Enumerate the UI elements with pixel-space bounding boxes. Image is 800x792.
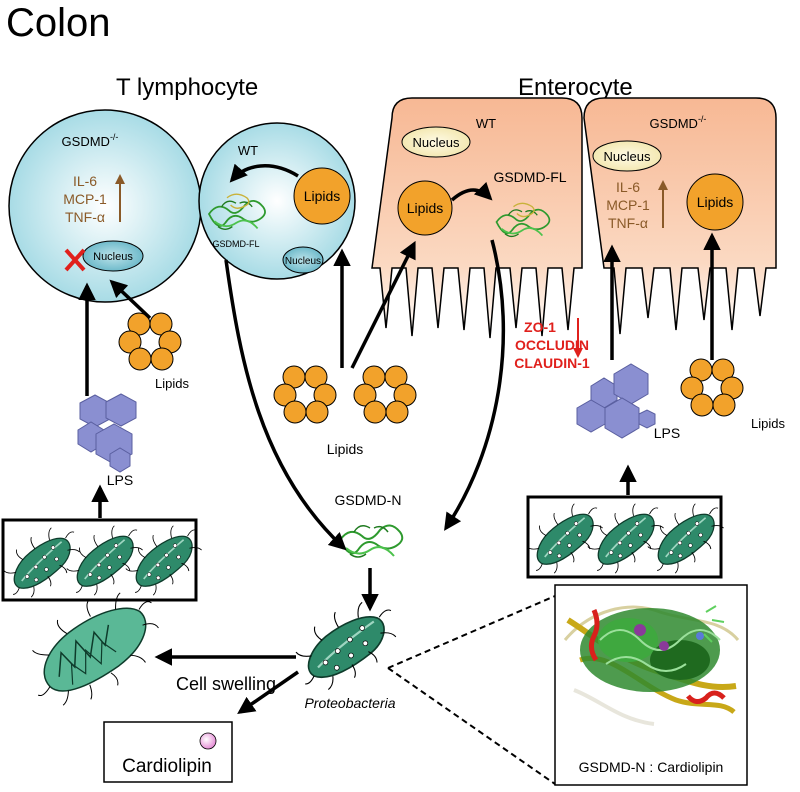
enterocyte-cytokine-tnfa: TNF-α bbox=[608, 215, 648, 231]
enterocyte-ko-label: GSDMD bbox=[650, 116, 698, 131]
dashed-zoom-line bbox=[387, 595, 556, 785]
arrow-center-lipids-to-enterocyte-wt bbox=[350, 240, 416, 369]
blocked-cross-icon bbox=[64, 248, 86, 272]
svg-text:GSDMD-/-: GSDMD-/- bbox=[62, 132, 119, 149]
center-lipid-cluster-2 bbox=[353, 365, 417, 424]
proteobacteria-label: Proteobacteria bbox=[304, 695, 395, 711]
tight-junction-claudin1: CLAUDIN-1 bbox=[514, 355, 590, 371]
tcell-lipids-outside-label: Lipids bbox=[155, 376, 189, 391]
enterocyte-ko-nucleus-label: Nucleus bbox=[604, 149, 651, 164]
tcell-cytokine-tnfa: TNF-α bbox=[65, 209, 105, 225]
tcell-ko-superscript: -/- bbox=[110, 132, 119, 142]
right-lipid-cluster bbox=[680, 358, 744, 417]
right-lps-cluster bbox=[576, 363, 656, 439]
tcell-gsdmd-fl-label: GSDMD-FL bbox=[213, 239, 260, 249]
proteobacteria-bacterium bbox=[284, 592, 411, 698]
t-lymphocyte-heading: T lymphocyte bbox=[116, 74, 258, 101]
arrow-lipids-to-tcell-ko bbox=[109, 279, 152, 320]
enterocyte-ko-lipid-droplet bbox=[686, 173, 744, 231]
enterocyte-wt-nucleus-label: Nucleus bbox=[413, 135, 460, 150]
structure-caption: GSDMD-N : Cardiolipin bbox=[579, 759, 724, 775]
arrow-proteobacteria-to-cardiolipin bbox=[237, 670, 299, 714]
enterocyte-wt-lipid-droplet bbox=[397, 180, 453, 236]
center-lipids-label: Lipids bbox=[327, 441, 364, 457]
center-lipid-cluster-1 bbox=[273, 365, 337, 424]
enterocyte-gsdmd-fl-protein bbox=[495, 202, 551, 238]
gsdmd-n-protein bbox=[339, 524, 404, 558]
enterocyte-ko-nucleus bbox=[592, 140, 662, 172]
enterocyte-ko: GSDMD-/- Nucleus IL-6 MCP-1 TNF-α Lipids bbox=[583, 97, 777, 335]
tcell-ko-label: GSDMD bbox=[62, 134, 110, 149]
tcell-wt-nucleus-label: Nucleus bbox=[285, 256, 321, 267]
tcell-ko: GSDMD-/- IL-6 MCP-1 TNF-α Nucleus bbox=[8, 109, 202, 303]
right-lipids-label: Lipids bbox=[751, 416, 785, 431]
enterocyte-cytokine-mcp1: MCP-1 bbox=[606, 197, 650, 213]
tcell-wt-label: WT bbox=[238, 143, 258, 158]
swollen-bacterium bbox=[32, 592, 159, 706]
enterocyte-wt-lipid-label: Lipids bbox=[407, 200, 444, 216]
tcell-ko-nucleus bbox=[82, 240, 144, 272]
tcell-gsdmd-fl-protein bbox=[208, 193, 266, 231]
enterocyte-wt: WT Nucleus Lipids GSDMD-FL bbox=[371, 97, 583, 339]
enterocyte-wt-label: WT bbox=[476, 116, 496, 131]
arrow-tcell-wt-to-gsdmd-n bbox=[224, 259, 347, 551]
cardiolipin-box bbox=[103, 721, 233, 783]
tcell-lps-cluster bbox=[77, 393, 137, 473]
cardiolipin-label: Cardiolipin bbox=[122, 756, 212, 777]
right-lps-label: LPS bbox=[654, 425, 680, 441]
tcell-lipid-to-gsdmd-arrow bbox=[229, 163, 299, 183]
enterocyte-gsdmd-fl-label: GSDMD-FL bbox=[493, 169, 566, 185]
gsdmd-n-cardiolipin-structure bbox=[563, 605, 740, 726]
enterocyte-lipid-to-gsdmd-arrow bbox=[450, 181, 493, 202]
pathway-arrows bbox=[78, 232, 721, 714]
enterocyte-ko-lipid-label: Lipids bbox=[697, 194, 734, 210]
figure-title: Colon bbox=[6, 1, 111, 45]
enterocyte-wt-nucleus bbox=[401, 126, 471, 158]
tcell-lipid-droplet bbox=[293, 167, 351, 225]
svg-text:GSDMD-/-: GSDMD-/- bbox=[650, 114, 707, 131]
tcell-wt: WT Lipids GSDMD-FL Nucleus bbox=[198, 122, 356, 280]
enterocyte-ko-superscript: -/- bbox=[698, 114, 707, 124]
arrow-enterocyte-wt-to-gsdmd-n bbox=[444, 239, 506, 531]
tcell-cytokine-il6: IL-6 bbox=[73, 173, 97, 189]
tcell-lps-label: LPS bbox=[107, 472, 133, 488]
tcell-lipid-label: Lipids bbox=[304, 188, 341, 204]
enterocyte-heading: Enterocyte bbox=[518, 74, 633, 101]
tcell-wt-nucleus bbox=[282, 246, 324, 274]
gsdmd-n-label: GSDMD-N bbox=[335, 492, 402, 508]
tcell-lipid-cluster bbox=[118, 312, 182, 371]
tight-junction-occludin: OCCLUDIN bbox=[515, 337, 589, 353]
enterocyte-cytokine-il6: IL-6 bbox=[616, 179, 640, 195]
cell-swelling-label: Cell swelling bbox=[176, 674, 276, 694]
cardiolipin-molecule bbox=[199, 732, 217, 750]
tcell-ko-nucleus-label: Nucleus bbox=[93, 251, 133, 263]
tight-junction-zo1: ZO-1 bbox=[524, 319, 556, 335]
tcell-cytokine-mcp1: MCP-1 bbox=[63, 191, 107, 207]
